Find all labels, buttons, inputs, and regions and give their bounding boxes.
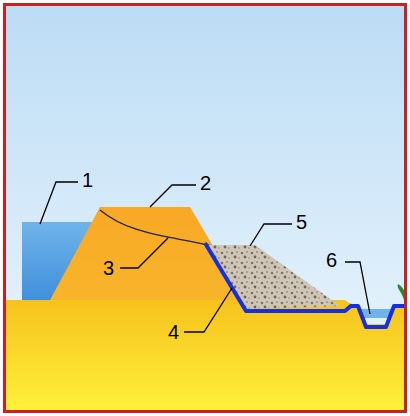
leader-line (184, 288, 232, 332)
callout-number: 2 (200, 173, 211, 193)
filter-layer (205, 243, 352, 311)
drainage-ditch (350, 306, 406, 327)
ground (3, 300, 407, 413)
sky (3, 3, 407, 413)
callout-number: 5 (296, 212, 307, 232)
callout-number: 4 (168, 322, 179, 342)
callout-number: 1 (82, 170, 93, 190)
leader-line (150, 185, 196, 207)
leader-line (120, 238, 168, 268)
callout-number: 3 (103, 258, 114, 278)
leader-lines (40, 182, 370, 332)
leader-line (345, 262, 370, 314)
seepage-line (100, 210, 212, 246)
leader-line (40, 182, 78, 224)
frame-border (5, 5, 406, 412)
leader-line (250, 224, 292, 246)
callout-number: 6 (326, 250, 337, 270)
